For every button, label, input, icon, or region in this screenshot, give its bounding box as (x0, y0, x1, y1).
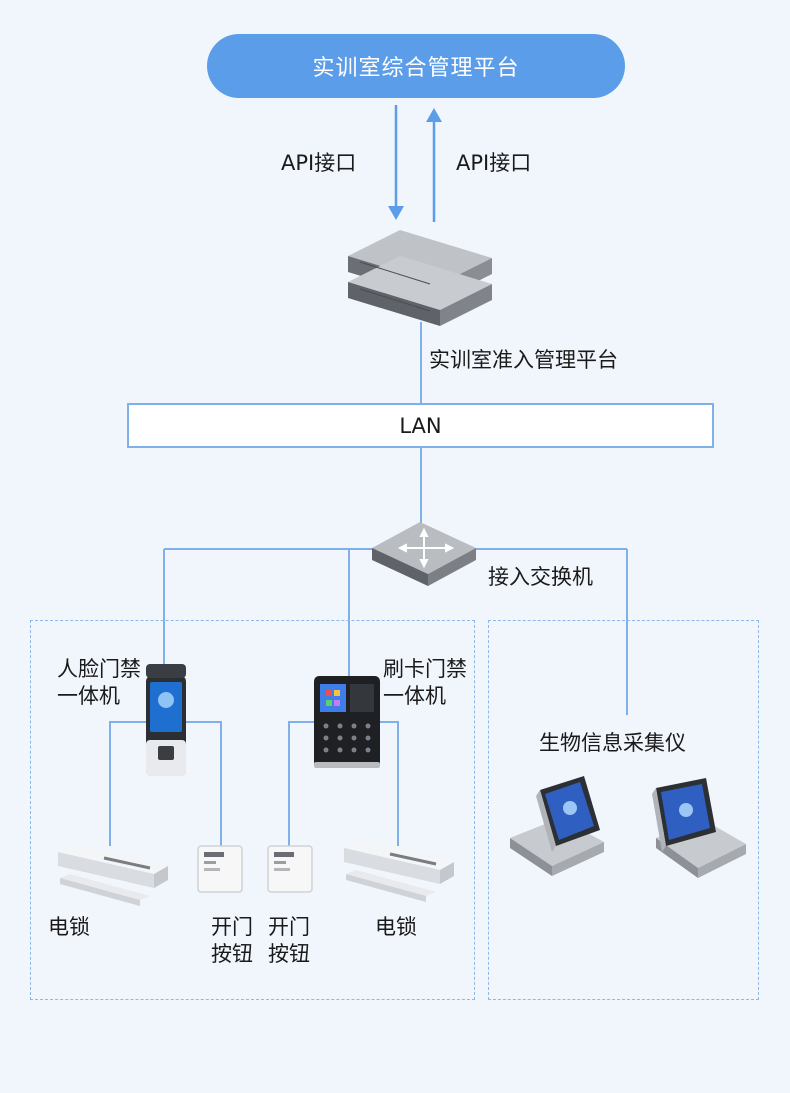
access-management-platform-label: 实训室准入管理平台 (429, 348, 618, 372)
card-terminal-icon (314, 676, 380, 768)
door-access-group (30, 620, 475, 1000)
server-icon (348, 230, 492, 326)
access-switch-label: 接入交换机 (488, 565, 593, 589)
switch-icon (372, 522, 476, 586)
exit-button-left-icon (197, 845, 243, 893)
api-up-arrowhead (426, 108, 442, 122)
face-access-terminal-label: 人脸门禁 一体机 (57, 657, 141, 708)
electric-lock-right-label: 电锁 (375, 915, 417, 939)
api-interface-label-right: API接口 (456, 151, 532, 175)
card-lock-wire (380, 721, 399, 846)
exit-button-right-label: 开门 按钮 (268, 915, 310, 966)
face-terminal-icon (146, 664, 186, 776)
exit-button-left-label: 开门 按钮 (211, 915, 253, 966)
lan-label: LAN (399, 413, 442, 438)
exit-button-right-icon (267, 845, 313, 893)
card-button-wire (288, 721, 316, 846)
biometric-collector-left-icon (510, 776, 604, 876)
electric-lock-right-icon (344, 840, 454, 902)
electric-lock-left-icon (58, 844, 168, 906)
api-down-arrowhead (388, 206, 404, 220)
comprehensive-management-platform: 实训室综合管理平台 (207, 34, 625, 98)
card-access-terminal-label: 刷卡门禁 一体机 (383, 657, 467, 708)
electric-lock-left-label: 电锁 (48, 915, 90, 939)
face-lock-wire (109, 721, 146, 846)
biometric-collector-label: 生物信息采集仪 (539, 731, 686, 755)
lan-bar: LAN (127, 403, 714, 448)
api-interface-label-left: API接口 (281, 151, 357, 175)
biometric-collector-right-icon (652, 778, 746, 878)
face-button-wire (186, 721, 222, 846)
biometric-group (488, 620, 759, 1000)
